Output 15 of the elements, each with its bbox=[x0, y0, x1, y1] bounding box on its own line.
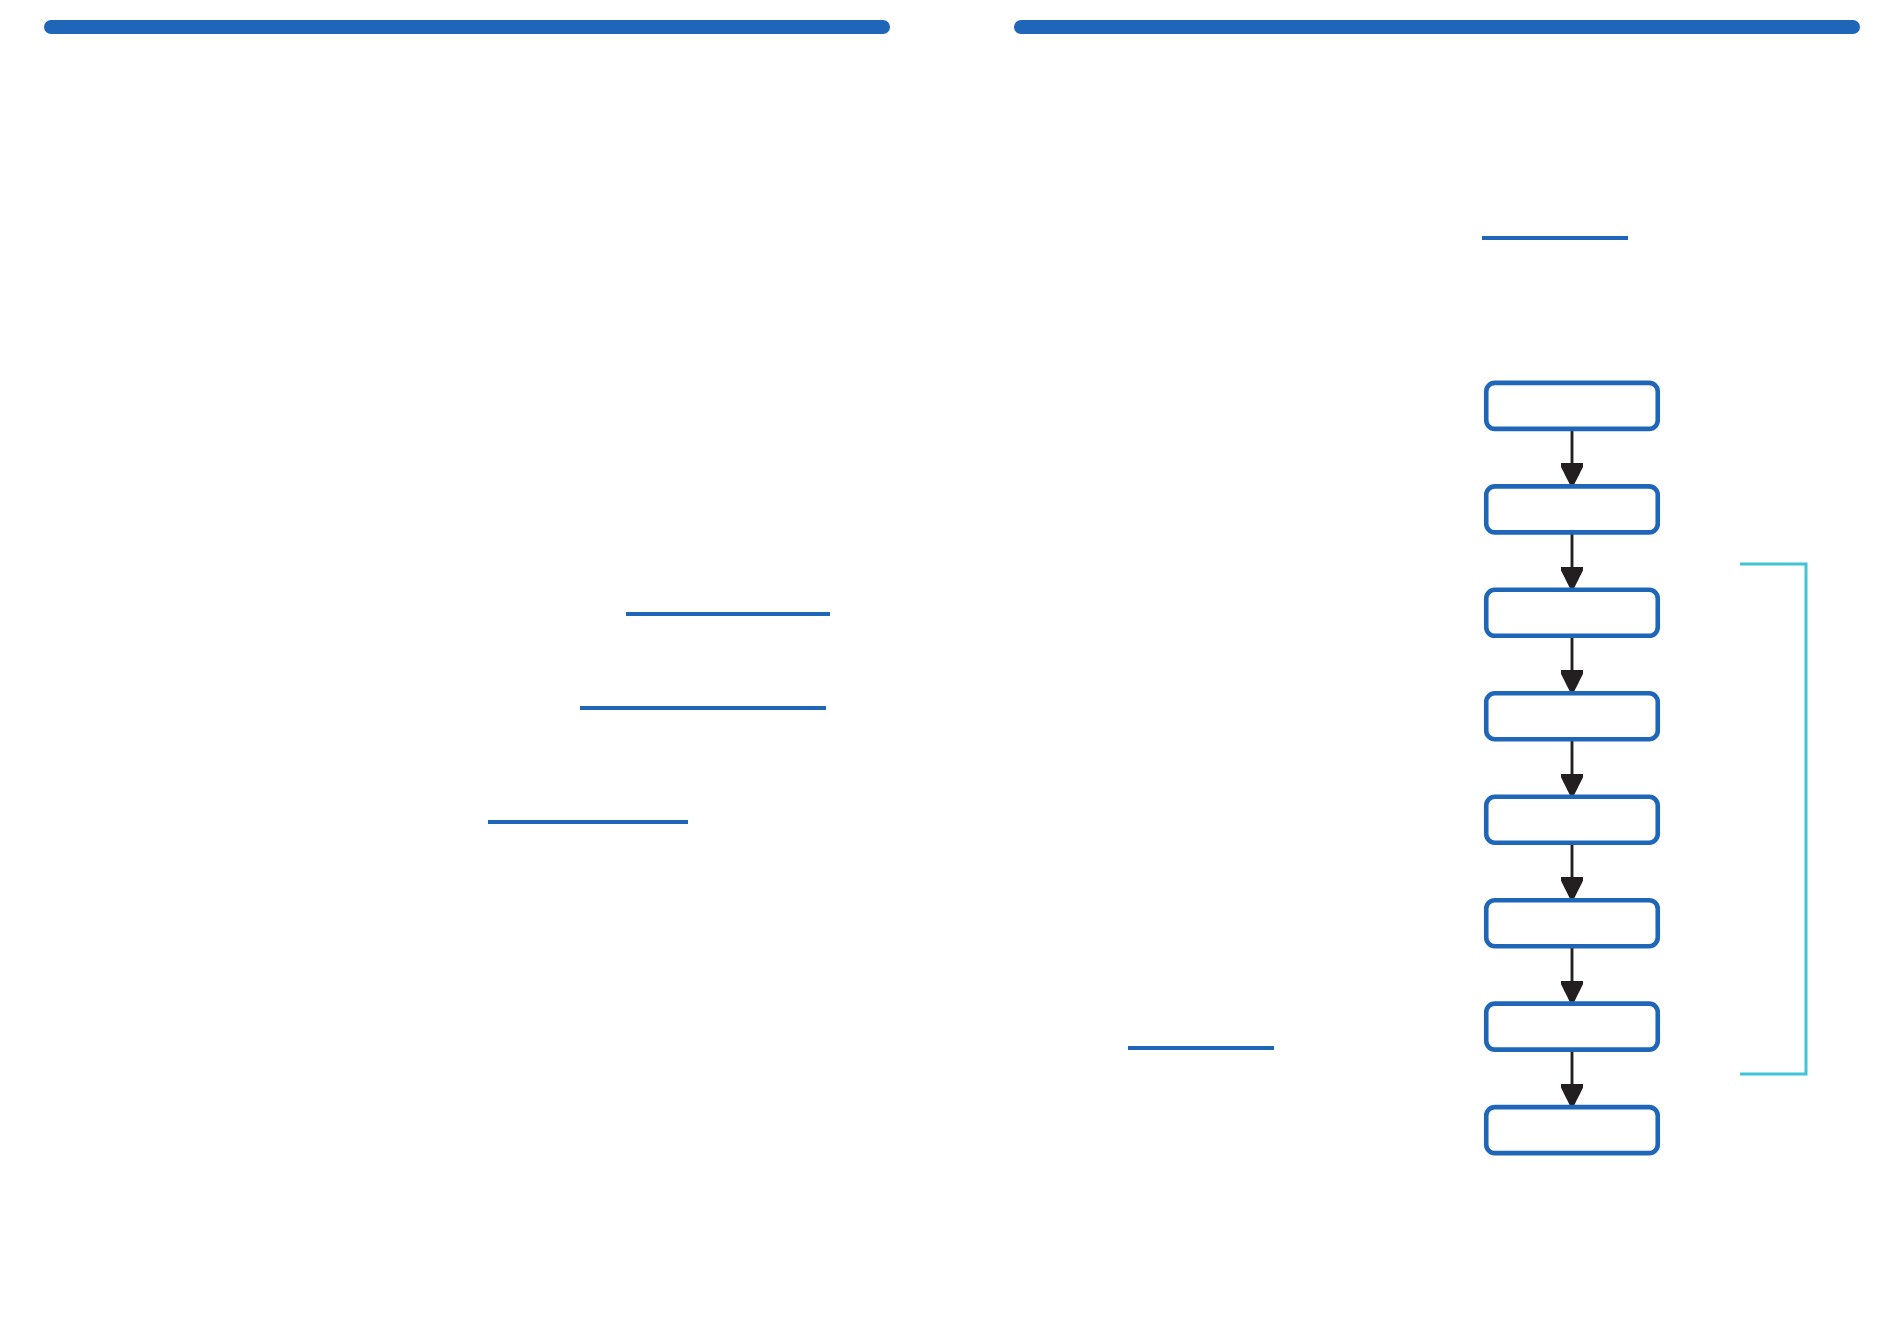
arrow bbox=[1559, 842, 1585, 902]
process-box bbox=[1483, 484, 1661, 535]
arrow bbox=[1559, 1049, 1585, 1109]
process-box bbox=[1483, 690, 1661, 742]
arrow bbox=[1559, 739, 1585, 798]
process-box bbox=[1483, 897, 1661, 949]
process-box bbox=[1483, 794, 1661, 846]
arrow bbox=[1559, 946, 1585, 1005]
arrow bbox=[1559, 428, 1585, 488]
process-box bbox=[1483, 1001, 1661, 1052]
arrow bbox=[1559, 635, 1585, 695]
arrow bbox=[1559, 532, 1585, 591]
process-box bbox=[1483, 380, 1661, 432]
process-box bbox=[1483, 587, 1661, 639]
process-box bbox=[1483, 1104, 1661, 1156]
